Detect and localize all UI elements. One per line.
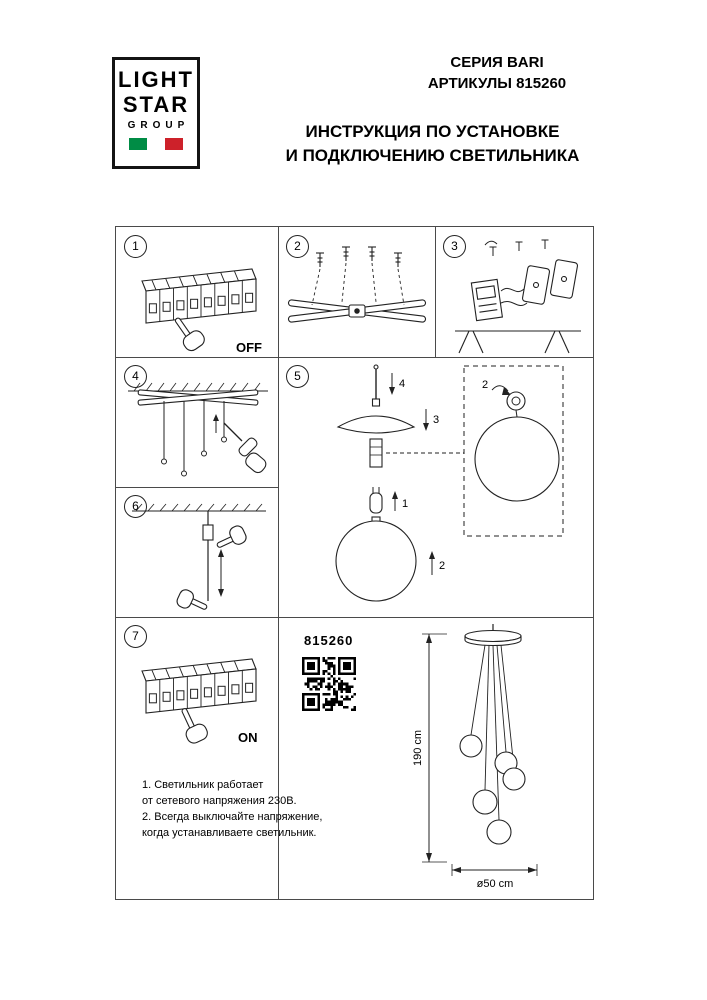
step1-off-label: OFF	[236, 340, 262, 355]
hand-icon	[174, 317, 205, 352]
step7-on-label: ON	[238, 730, 258, 745]
breaker-toggles	[148, 682, 254, 704]
workbench	[455, 330, 581, 354]
articles-title: АРТИКУЛЫ 815260	[427, 75, 567, 92]
step-1-number: 1	[124, 235, 147, 258]
page-title: ИНСТРУКЦИЯ ПО УСТАНОВКЕ И ПОДКЛЮЧЕНИЮ СВ…	[260, 120, 605, 168]
ceiling-hatch	[133, 382, 261, 392]
step-6-number: 6	[124, 495, 147, 518]
flag-white-stripe	[147, 138, 165, 150]
step-7-number: 7	[124, 625, 147, 648]
safety-notes: 1. Светильник работает от сетевого напря…	[142, 777, 372, 841]
pendant-globes	[459, 734, 526, 845]
step5-label-globe: 2	[439, 560, 445, 572]
step6-adjust-illustration	[132, 503, 266, 610]
italian-flag-icon	[129, 138, 183, 150]
small-screws	[484, 239, 549, 256]
title-line-2: И ПОДКЛЮЧЕНИЮ СВЕТИЛЬНИКА	[285, 146, 580, 165]
note-line-4: когда устанавливаете светильник.	[142, 827, 317, 839]
mounting-screws	[316, 246, 402, 267]
flag-green-stripe	[129, 138, 147, 150]
note-line-3: 2. Всегда выключайте напряжение,	[142, 811, 323, 823]
hand-icon	[245, 452, 267, 474]
hanging-cables	[163, 401, 225, 471]
note-line-1: 1. Светильник работает	[142, 779, 264, 791]
flag-red-stripe	[165, 138, 183, 150]
detail-inset-box	[463, 365, 564, 537]
step5-label-shade: 3	[433, 414, 439, 426]
hand-icon	[216, 525, 247, 548]
cable-lock	[202, 524, 214, 541]
cover-plates	[521, 259, 579, 305]
grid-hline-2	[116, 487, 278, 488]
bulb-icon	[369, 492, 383, 514]
ceiling-hatch	[135, 503, 263, 512]
logo-word-light: LIGHT	[118, 67, 194, 92]
breaker-toggles	[148, 292, 254, 314]
title-line-1: ИНСТРУКЦИЯ ПО УСТАНОВКЕ	[305, 122, 560, 141]
grid-hline-1	[116, 357, 593, 358]
series-header: СЕРИЯ BARI АРТИКУЛЫ 815260	[392, 52, 602, 94]
lightstar-logo: LIGHT STAR GROUP	[112, 57, 200, 169]
inset-label: 2	[482, 379, 488, 391]
step5-assembly-illustration: 4 3 1 2 2	[335, 364, 564, 602]
step-2-number: 2	[286, 235, 309, 258]
step5-label-bulb: 1	[402, 498, 408, 510]
canopy-shade	[336, 415, 416, 434]
step4-ceiling-mount-illustration	[128, 382, 268, 477]
grid-vline-row1	[435, 227, 436, 357]
inset-globe	[474, 416, 560, 502]
logo-word-group: GROUP	[127, 120, 190, 131]
qr-code	[302, 657, 356, 711]
diameter-dimension-label: ø50 cm	[477, 878, 514, 890]
pendant-dimensions-drawing: 190 cm ø50 cm	[412, 624, 538, 890]
height-dimension-label: 190 cm	[412, 730, 424, 766]
article-number: 815260	[304, 633, 354, 648]
step5-label-rod: 4	[399, 378, 405, 390]
step1-breaker-off-illustration: OFF	[141, 268, 262, 355]
note-line-2: от сетевого напряжения 230В.	[142, 795, 297, 807]
pendant-cables	[470, 644, 515, 821]
series-title: СЕРИЯ BARI	[450, 54, 544, 71]
step-4-number: 4	[124, 365, 147, 388]
step3-wiring-illustration	[455, 239, 581, 354]
step7-breaker-on-illustration: ON	[141, 658, 258, 745]
globe-ring	[506, 391, 526, 411]
logo-word-star: STAR	[122, 92, 190, 117]
grid-hline-3	[116, 617, 593, 618]
glass-globe	[335, 520, 417, 602]
hand-icon	[181, 708, 208, 744]
socket-cylinder	[369, 438, 383, 468]
screwdriver-icon	[223, 422, 243, 442]
junction-box	[470, 278, 503, 322]
instruction-grid: 1 2 3 4 5 6 7	[115, 226, 594, 900]
step-5-number: 5	[286, 365, 309, 388]
grid-vline-main	[278, 227, 279, 899]
wires	[500, 287, 528, 307]
step-3-number: 3	[443, 235, 466, 258]
step2-crossbar-illustration	[287, 246, 427, 323]
hand-icon	[176, 589, 208, 610]
